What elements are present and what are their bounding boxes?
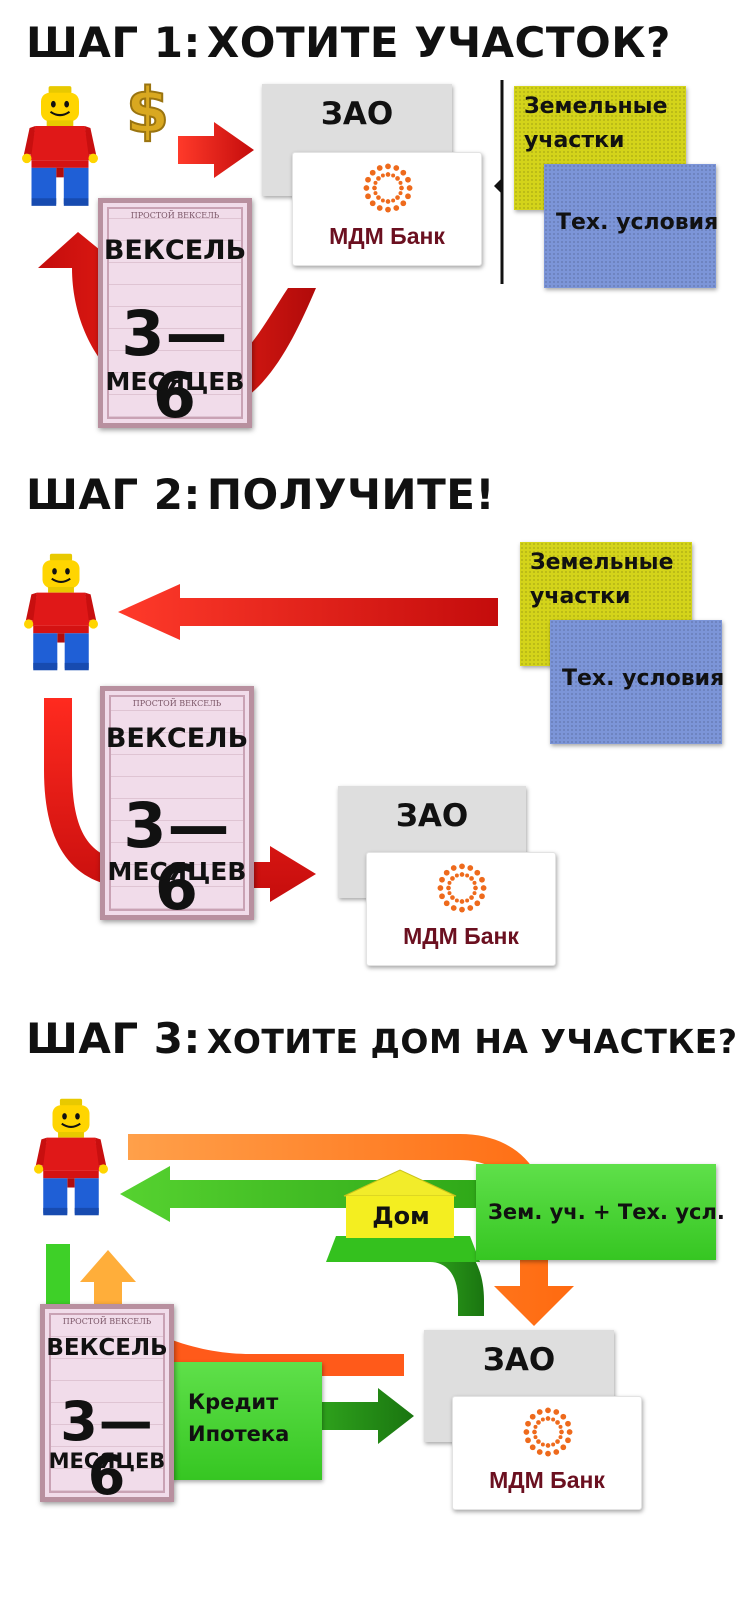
zao-label: ЗАО — [482, 1342, 556, 1378]
bill-title: ВЕКСЕЛЬ — [46, 1335, 168, 1361]
promissory-note: ПРОСТОЙ ВЕКСЕЛЬ ВЕКСЕЛЬ 3—6 МЕСЯЦЕВ — [40, 1304, 174, 1507]
tech-conditions-card: Тех. условия — [544, 164, 719, 288]
arrow-bill-to-zao — [44, 698, 316, 902]
mdm-bank-card: МДМ Банк — [292, 152, 482, 266]
arrow-figure-to-zao — [178, 122, 254, 178]
tech-conditions-card: Тех. условия — [550, 620, 725, 744]
lego-figure-icon — [22, 85, 98, 207]
house-base — [326, 1236, 480, 1262]
step-1-text: ХОТИТЕ УЧАСТОК? — [206, 18, 671, 67]
land-plots-line-2: участки — [530, 584, 631, 609]
mdm-bank-card: МДМ Банк — [452, 1396, 642, 1510]
dollar-sign-icon: $ — [125, 73, 170, 148]
mortgage-label: Ипотека — [188, 1422, 290, 1446]
arrow-land-to-figure — [118, 584, 498, 640]
bank-name: МДМ Банк — [329, 223, 445, 249]
bill-term: 3—6 — [60, 1390, 154, 1507]
step-1-label: ШАГ 1: — [26, 18, 201, 67]
step-2-label: ШАГ 2: — [26, 470, 201, 519]
tech-conditions-label: Тех. условия — [562, 666, 725, 691]
step-3-heading: ШАГ 3: ХОТИТЕ ДОМ НА УЧАСТКЕ? — [26, 1014, 738, 1063]
credit-label: Кредит — [188, 1390, 279, 1414]
step-3-label: ШАГ 3: — [26, 1014, 201, 1063]
land-tech-label: Зем. уч. + Тех. усл. — [488, 1200, 725, 1224]
lego-figure-icon — [34, 1097, 108, 1217]
step-1-heading: ШАГ 1: ХОТИТЕ УЧАСТОК? — [26, 18, 671, 67]
bill-title: ВЕКСЕЛЬ — [105, 723, 249, 754]
promissory-note: ПРОСТОЙ ВЕКСЕЛЬ ВЕКСЕЛЬ 3—6 МЕСЯЦЕВ — [98, 198, 252, 428]
divider-pointer — [494, 178, 502, 194]
bank-name: МДМ Банк — [403, 923, 519, 949]
tech-conditions-label: Тех. условия — [556, 210, 719, 235]
bill-unit: МЕСЯЦЕВ — [107, 857, 247, 886]
bill-header: ПРОСТОЙ ВЕКСЕЛЬ — [130, 211, 220, 220]
arrow-orange-up — [80, 1250, 136, 1310]
mdm-bank-card: МДМ Банк — [366, 852, 556, 966]
land-tech-card: Зем. уч. + Тех. усл. — [476, 1164, 725, 1260]
bill-header: ПРОСТОЙ ВЕКСЕЛЬ — [132, 699, 222, 708]
bill-term: 3—6 — [123, 789, 231, 924]
arrow-orange-to-zao — [128, 1134, 574, 1326]
mdm-bank-logo-icon — [523, 1407, 573, 1457]
lego-figure-icon — [24, 552, 98, 672]
house-icon — [343, 1169, 457, 1238]
step-3-text: ХОТИТЕ ДОМ НА УЧАСТКЕ? — [206, 1022, 738, 1061]
step-2-heading: ШАГ 2: ПОЛУЧИТЕ! — [26, 470, 495, 519]
svg-text:$: $ — [126, 74, 169, 147]
credit-mortgage-card: Кредит Ипотека — [172, 1362, 322, 1480]
bank-name: МДМ Банк — [489, 1467, 605, 1493]
arrow-credit-to-zao — [322, 1388, 414, 1444]
zao-label: ЗАО — [395, 798, 469, 834]
bill-unit: МЕСЯЦЕВ — [48, 1449, 166, 1473]
land-plots-line-1: Земельные — [530, 550, 674, 575]
step-2-text: ПОЛУЧИТЕ! — [206, 470, 496, 519]
bill-term: 3—6 — [121, 297, 229, 432]
bill-header: ПРОСТОЙ ВЕКСЕЛЬ — [62, 1317, 152, 1326]
mdm-bank-logo-icon — [437, 863, 487, 913]
land-plots-line-1: Земельные — [524, 94, 668, 119]
house-label: Дом — [372, 1202, 430, 1230]
bill-unit: МЕСЯЦЕВ — [105, 367, 245, 396]
green-up-bar — [46, 1244, 70, 1310]
land-plots-line-2: участки — [524, 128, 625, 153]
zao-label: ЗАО — [320, 96, 394, 132]
mdm-bank-logo-icon — [363, 163, 413, 213]
promissory-note: ПРОСТОЙ ВЕКСЕЛЬ ВЕКСЕЛЬ 3—6 МЕСЯЦЕВ — [100, 686, 254, 920]
bill-title: ВЕКСЕЛЬ — [103, 235, 247, 266]
